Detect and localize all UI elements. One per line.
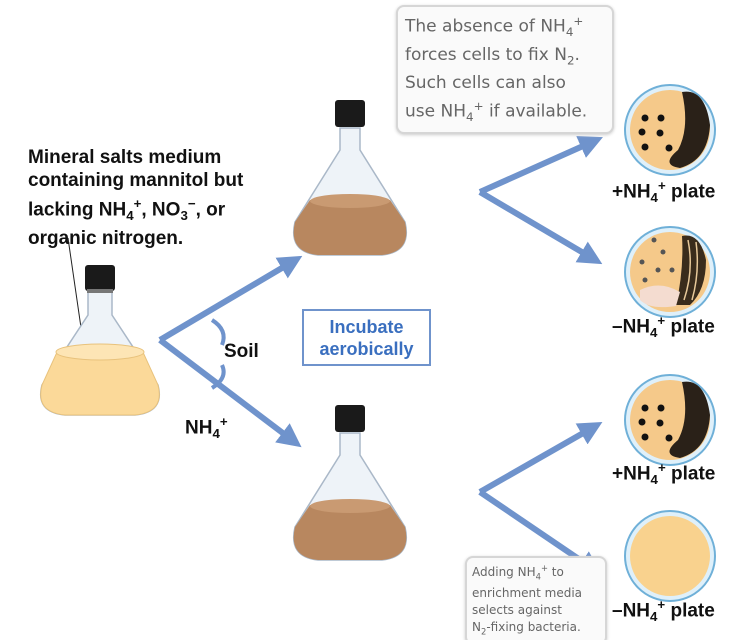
arrow-bottom-plus-plate [478, 422, 603, 495]
arrow-top-minus-plate [478, 189, 603, 265]
top-culture-flask [293, 100, 407, 256]
arrow-top-plus-plate [478, 135, 603, 195]
plate-1 [624, 84, 716, 176]
nh4-label: NH4+ [185, 414, 228, 442]
starting-flask [40, 265, 160, 416]
nh4-bracket [210, 364, 226, 390]
medium-label: Mineral salts medium containing mannitol… [28, 147, 244, 250]
arrow-to-top-flask [158, 255, 303, 343]
top-callout: The absence of NH4+ forces cells to fix … [396, 5, 614, 135]
plate-3-label: +NH4+ plate [612, 460, 716, 488]
plate-2 [624, 226, 716, 318]
arrow-to-bottom-flask [158, 337, 302, 448]
soil-bracket [210, 318, 226, 346]
bottom-culture-flask [293, 405, 407, 561]
bottom-callout: Adding NH4+ to enrichment media selects … [465, 556, 607, 640]
plate-2-label: –NH4+ plate [612, 313, 715, 341]
plate-4-label: –NH4+ plate [612, 597, 715, 625]
plate-4 [624, 510, 716, 602]
plate-3 [624, 374, 716, 466]
incubate-box [302, 309, 431, 366]
plate-1-label: +NH4+ plate [612, 178, 716, 206]
soil-label: Soil [224, 341, 259, 362]
arrow-bottom-minus-plate [478, 489, 602, 575]
